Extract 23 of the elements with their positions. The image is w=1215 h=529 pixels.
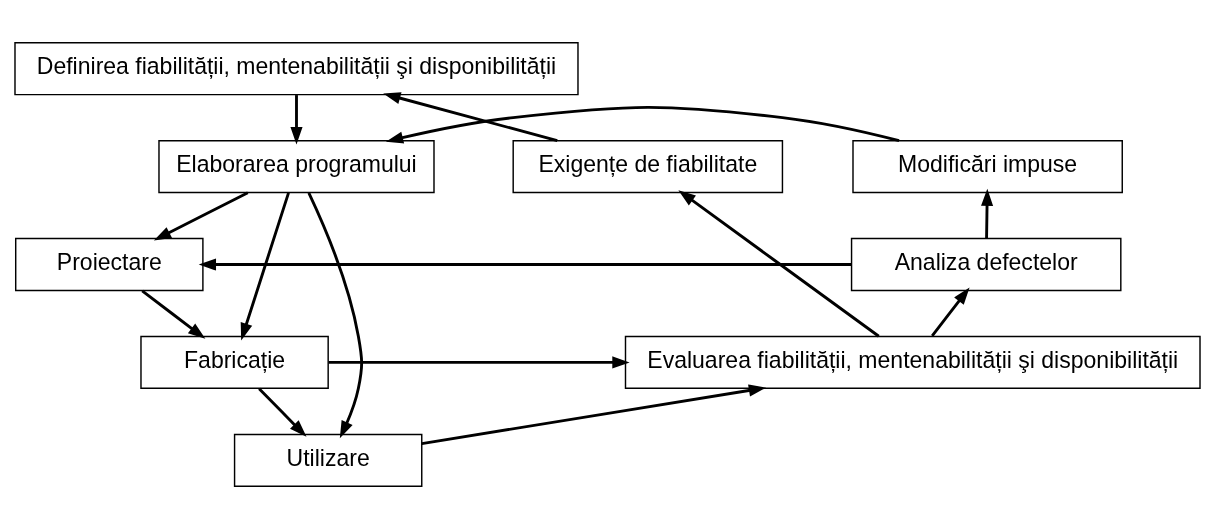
- node-box: Exigențe de fiabilitate: [512, 139, 784, 194]
- node-box: Evaluarea fiabilității, mentenabilității şi disponibilității: [624, 335, 1201, 390]
- node-box: Elaborarea programului: [158, 139, 435, 194]
- node-box: Definirea fiabilității, mentenabilității şi disponibilității: [14, 42, 579, 96]
- arrow: [307, 192, 364, 439]
- node-box: Fabricație: [140, 335, 329, 390]
- node-box: Proiectare: [15, 237, 204, 292]
- arrow: [981, 188, 994, 238]
- arrow: [931, 287, 970, 337]
- arrow: [678, 190, 880, 338]
- arrow: [290, 95, 303, 145]
- arrow: [385, 106, 900, 144]
- arrow: [328, 356, 630, 369]
- arrow: [383, 92, 558, 143]
- arrow: [198, 258, 852, 271]
- node-box: Utilizare: [233, 433, 423, 487]
- arrow: [258, 387, 307, 437]
- arrow: [421, 384, 767, 446]
- node-box: Analiza defectelor: [850, 237, 1122, 292]
- arrow: [141, 289, 206, 339]
- arrow: [240, 192, 290, 341]
- node-box: Modificări impuse: [852, 139, 1123, 194]
- arrow: [153, 191, 249, 241]
